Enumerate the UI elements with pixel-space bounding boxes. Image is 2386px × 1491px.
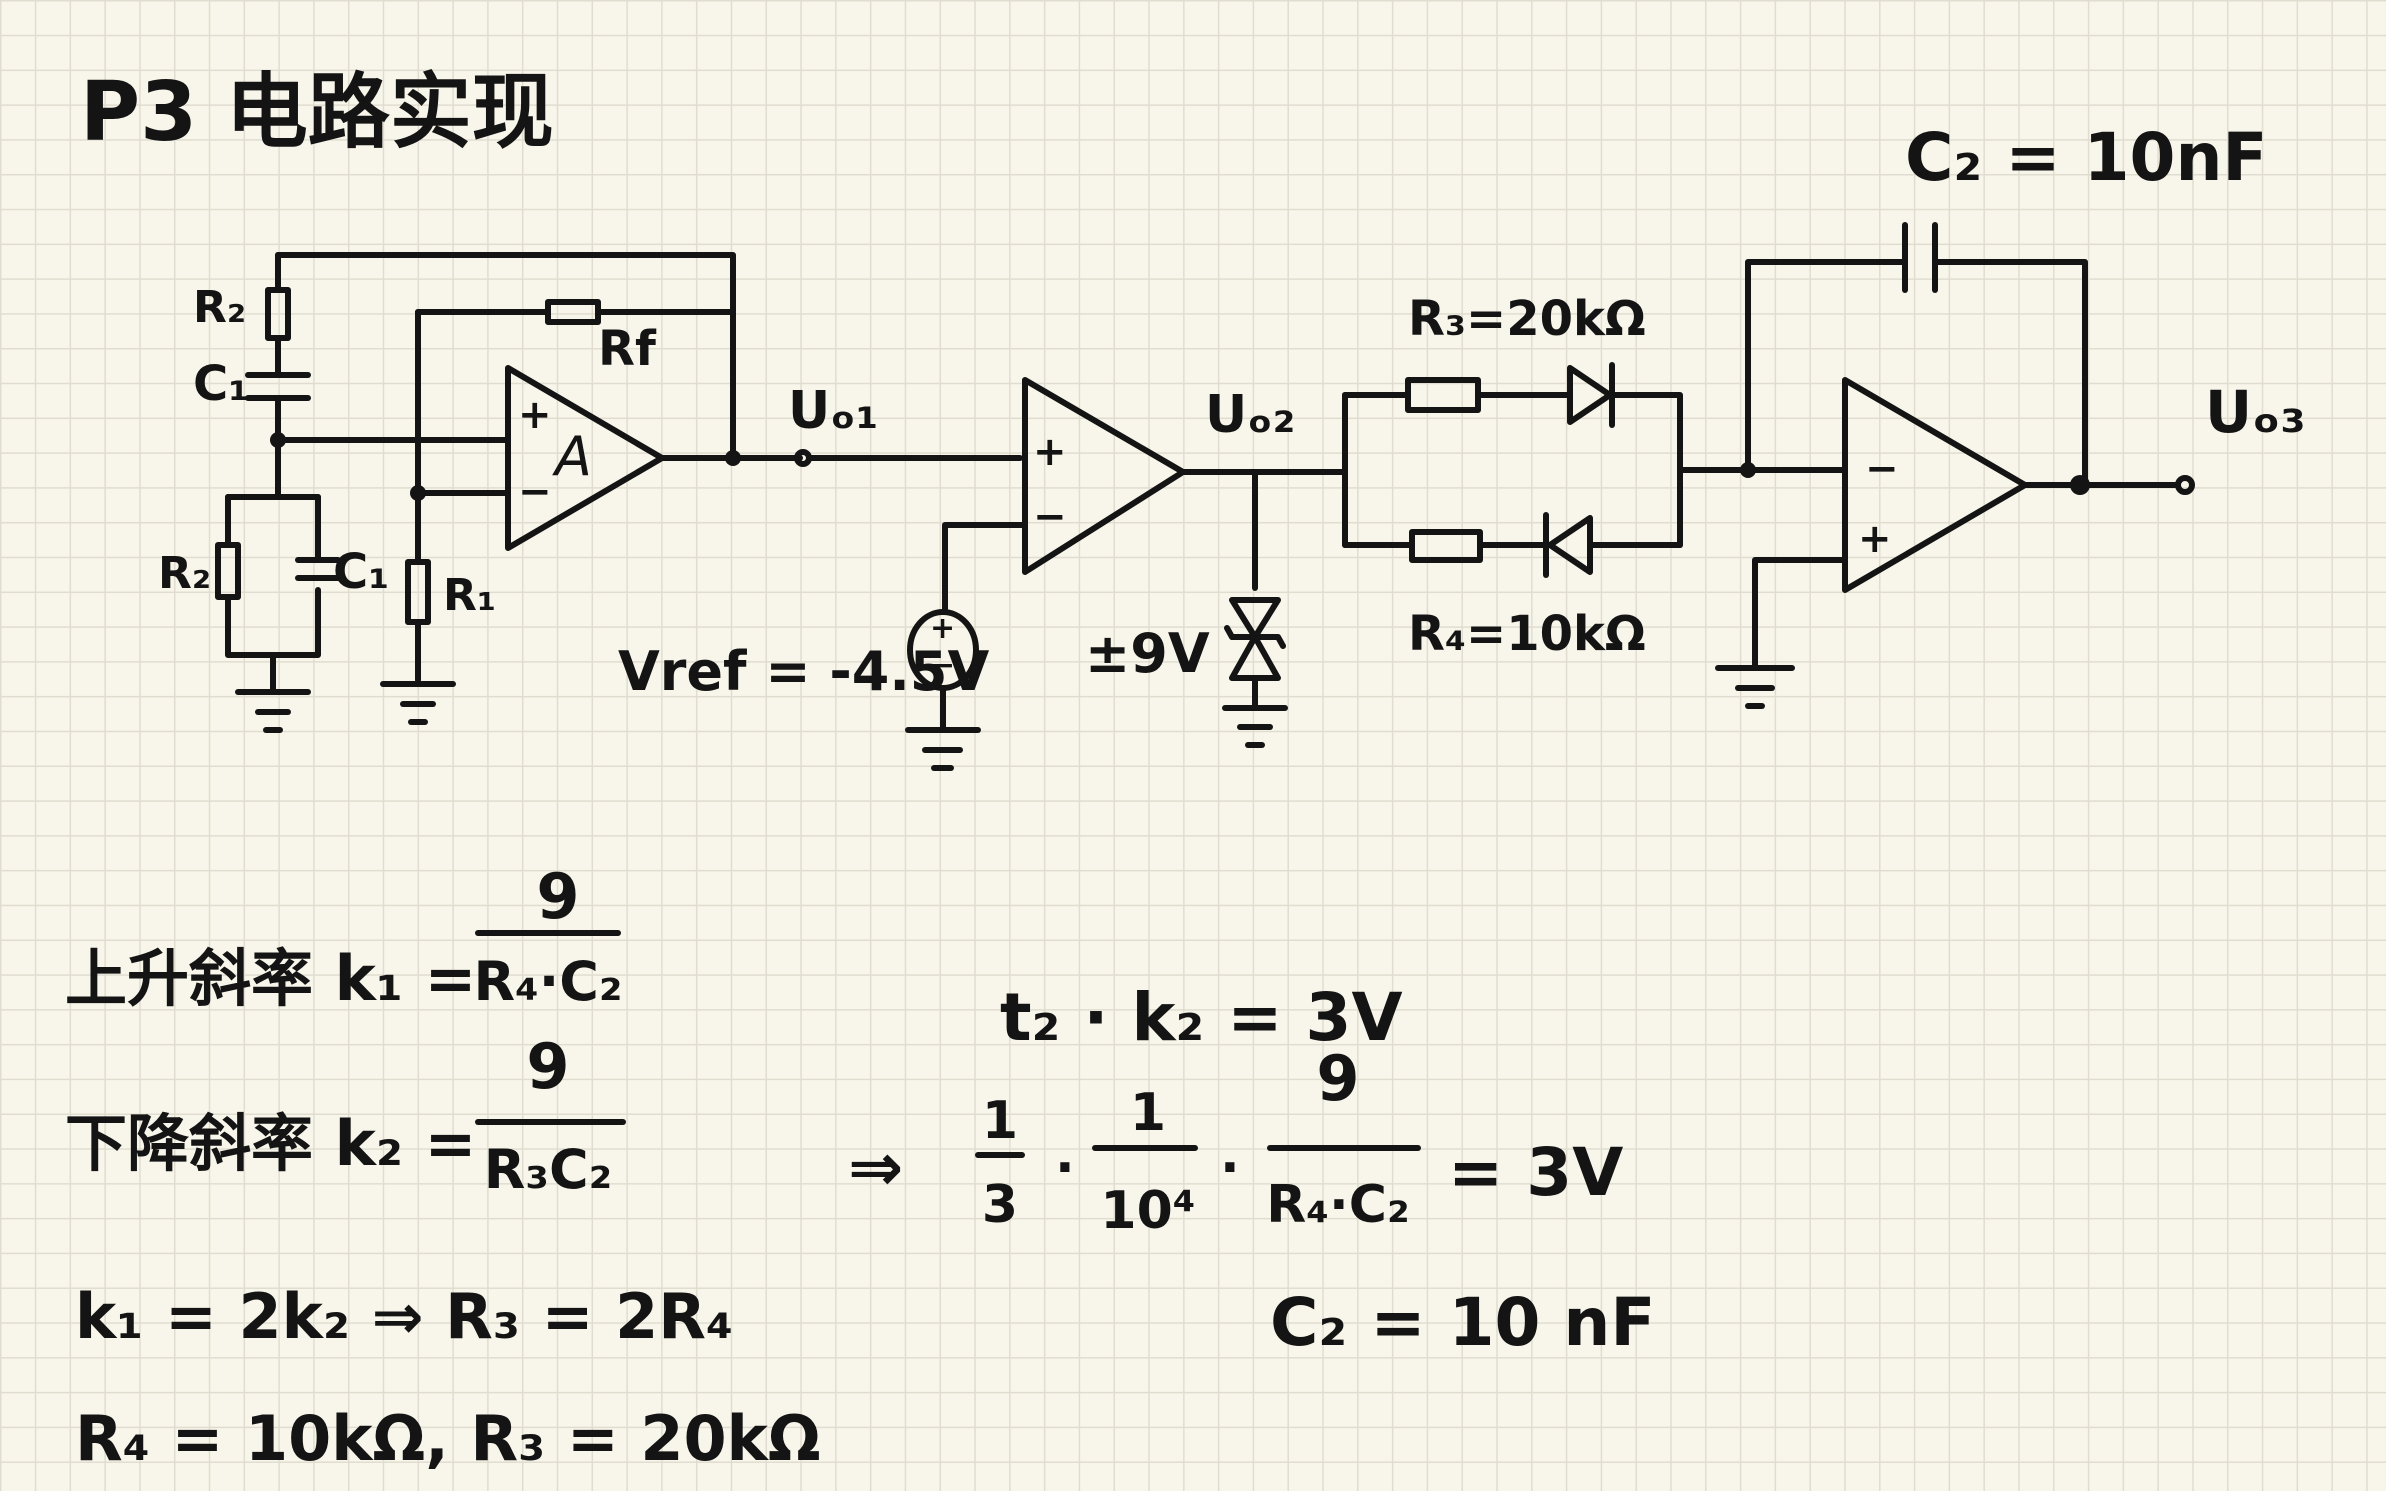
frac2-denominator: 10⁴ [1100,1181,1195,1241]
ground-symbol-5 [1715,665,1795,709]
vref-minus: − [930,648,955,683]
op-amp-a [505,365,665,551]
uo3-terminal [2175,475,2195,495]
c2-label: C₂ = 10nF [1905,119,2268,196]
diode-reverse [1547,515,1593,575]
k1-numerator: 9 [536,860,579,933]
frac3-denominator: R₄·C₂ [1266,1175,1410,1235]
zener-diode-upper [1229,597,1281,640]
integrator-op-amp [1842,377,2028,593]
r2-bottom-resistor [215,542,241,600]
c1-bottom-label: C₁ [333,544,389,600]
comparator-minus: − [1033,494,1067,540]
c2-result: C₂ = 10 nF [1270,1284,1656,1361]
comparator-plus: + [1033,429,1067,475]
result-rhs: = 3V [1448,1134,1623,1211]
stage2-wiring [905,377,1348,771]
zener-label: ±9V [1085,622,1210,685]
uo1-label: Uₒ₁ [788,381,878,441]
stage3-wiring [1342,222,2195,709]
op-amp-a-plus: + [518,392,552,438]
integrator-minus: − [1865,446,1899,492]
r4-label: R₄=10kΩ [1408,606,1646,662]
ratio-equation: k₁ = 2k₂ ⇒ R₃ = 2R₄ [75,1280,733,1353]
r3-label: R₃=20kΩ [1408,291,1646,347]
uo3-label: Uₒ₃ [2205,378,2306,446]
dot-2: · [1220,1138,1240,1198]
r2-top-resistor [265,287,291,341]
k2-lhs: 下降斜率 k₂ = [65,1107,477,1180]
rf-resistor [545,299,601,325]
ground-symbol-3 [905,727,981,771]
rf-label: Rf [598,321,657,377]
equations-left: 上升斜率 k₁ = 9 R₄·C₂ 下降斜率 k₂ = 9 R₃C₂ k₁ = … [65,860,821,1475]
ground-symbol-1 [235,689,311,733]
zener-diode-lower [1229,634,1281,681]
r3-resistor [1405,377,1481,413]
diode-forward [1567,365,1613,425]
op-amp-a-label: A [552,425,592,488]
frac1-denominator: 3 [982,1175,1018,1235]
frac2-numerator: 1 [1130,1083,1166,1143]
dot-1: · [1055,1138,1075,1198]
frac3-numerator: 9 [1316,1042,1359,1115]
k2-denominator: R₃C₂ [484,1138,613,1201]
equations-right: t₂ · k₂ = 3V ⇒ 1 3 · 1 10⁴ · 9 R₄·C₂ = 3… [848,979,1656,1361]
ground-symbol-2 [380,681,456,725]
resistor-values: R₄ = 10kΩ, R₃ = 20kΩ [75,1402,821,1475]
uo2-label: Uₒ₂ [1205,385,1295,445]
r1-label: R₁ [443,570,496,621]
r2-bottom-label: R₂ [158,548,211,599]
k1-denominator: R₄·C₂ [473,950,622,1013]
comparator-op-amp [1022,377,1186,575]
vref-plus: + [930,611,955,646]
k2-numerator: 9 [526,1030,569,1103]
integrator-plus: + [1858,516,1892,562]
page-title: P3 电路实现 [80,65,554,160]
c1-top-label: C₁ [193,356,249,412]
frac1-numerator: 1 [982,1091,1018,1151]
r2-top-label: R₂ [193,282,246,333]
op-amp-a-minus: − [518,469,552,515]
k1-lhs: 上升斜率 k₁ = [65,942,477,1015]
r1-resistor [405,559,431,625]
t2k2-equation: t₂ · k₂ = 3V [1000,979,1403,1056]
implies-arrow: ⇒ [848,1129,903,1206]
vref-label: Vref = -4.5V [618,640,989,703]
r4-resistor [1409,529,1483,563]
ground-symbol-4 [1222,705,1288,748]
stage1-wiring [215,252,1023,733]
